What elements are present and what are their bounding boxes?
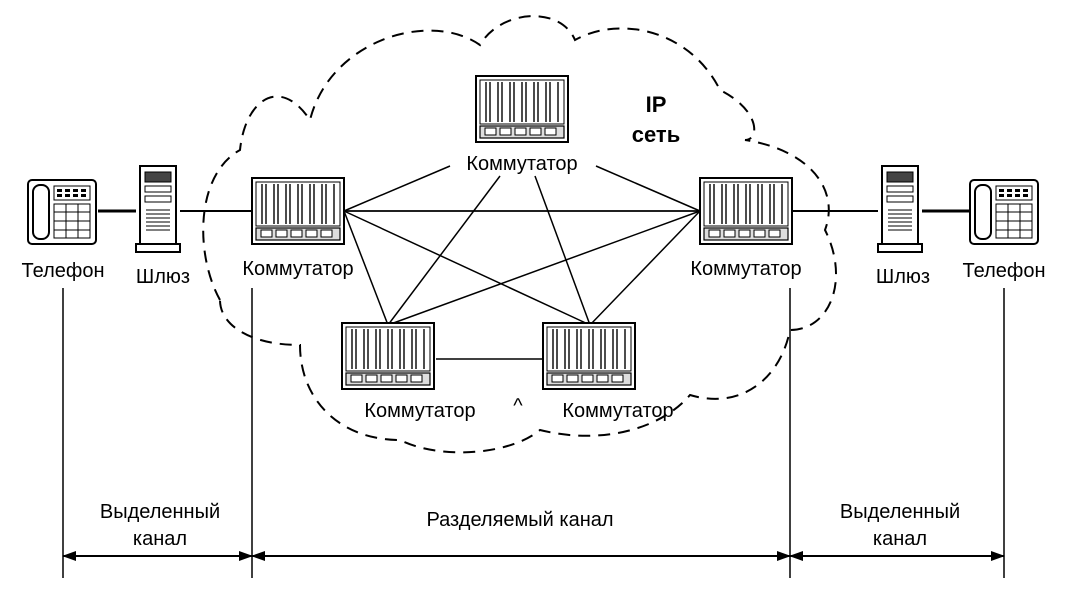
segment-right-line1: Выделенный — [840, 501, 960, 523]
label-gateway-right: Шлюз — [876, 266, 930, 288]
cloud-title-line1: IP — [646, 92, 667, 117]
phone-left-icon — [27, 179, 97, 245]
phone-right-icon — [969, 179, 1039, 245]
label-phone-left: Телефон — [22, 260, 105, 282]
cloud-mark: ^ — [513, 395, 523, 417]
label-switch-bottom-left: Коммутатор — [364, 400, 475, 422]
label-gateway-left: Шлюз — [136, 266, 190, 288]
segment-middle: Разделяемый канал — [426, 509, 613, 531]
segment-left-line2: канал — [133, 528, 187, 550]
switch-right-icon — [699, 177, 793, 245]
segment-left-line1: Выделенный — [100, 501, 220, 523]
switch-bottom-left-icon — [341, 322, 435, 390]
cloud-title-line2: сеть — [632, 122, 680, 147]
ip-network-cloud — [202, 15, 838, 454]
gateway-right-icon — [877, 165, 923, 253]
switch-top-icon — [475, 75, 569, 143]
switch-mesh-links — [343, 165, 701, 360]
label-switch-right: Коммутатор — [690, 258, 801, 280]
label-switch-top: Коммутатор — [466, 153, 577, 175]
label-phone-right: Телефон — [963, 260, 1046, 282]
switch-left-icon — [251, 177, 345, 245]
gateway-left-icon — [135, 165, 181, 253]
switch-bottom-right-icon — [542, 322, 636, 390]
label-switch-bottom-right: Коммутатор — [562, 400, 673, 422]
segment-right-line2: канал — [873, 528, 927, 550]
label-switch-left: Коммутатор — [242, 258, 353, 280]
segment-boundaries — [62, 288, 1005, 578]
